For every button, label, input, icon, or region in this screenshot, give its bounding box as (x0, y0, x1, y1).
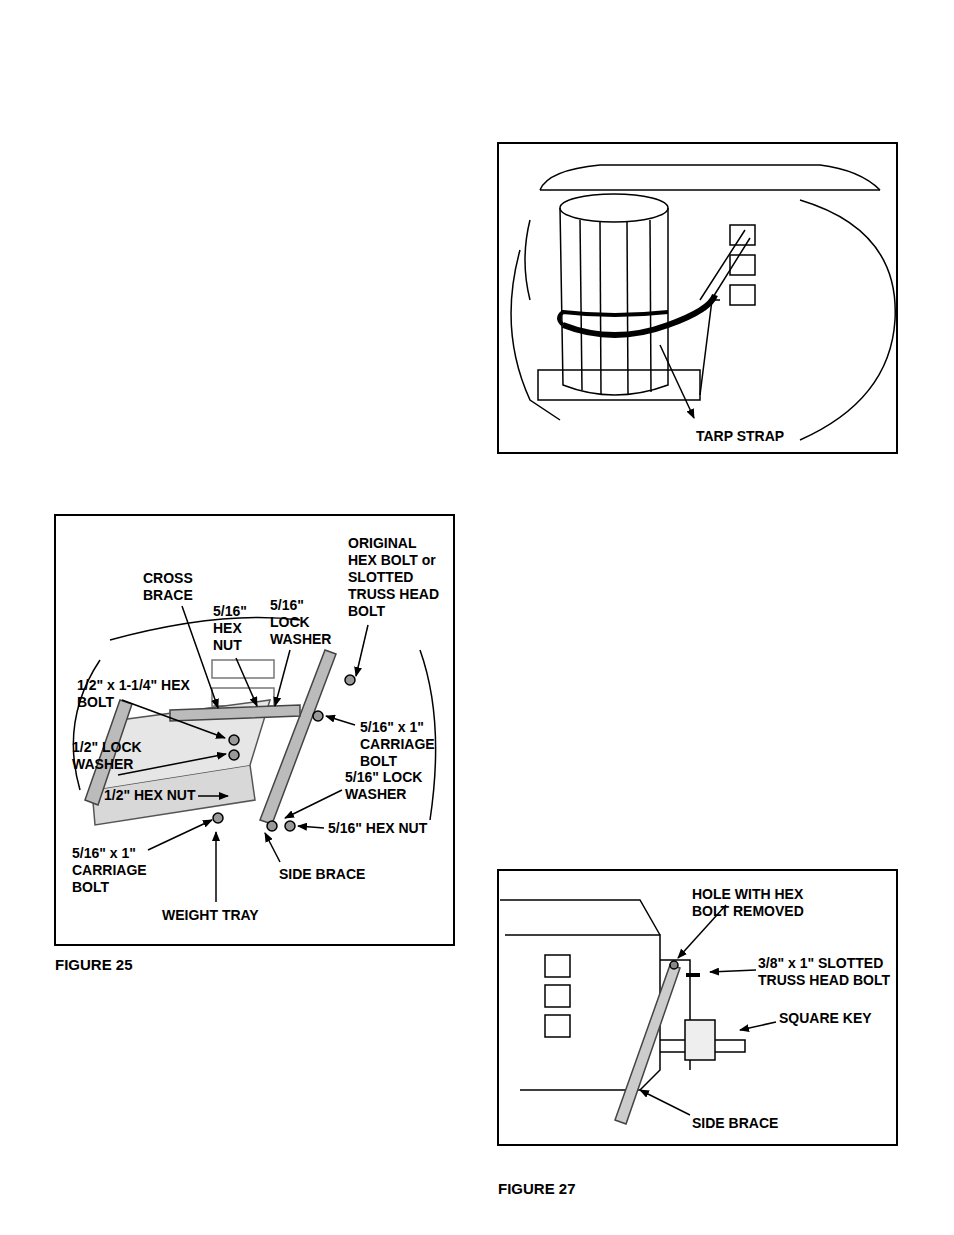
figure-caption: FIGURE 25 (55, 956, 133, 973)
part-label: CROSS BRACE (143, 570, 203, 604)
part-label: 1/2" x 1-1/4" HEX BOLT (77, 677, 195, 711)
part-label: TARP STRAP (696, 428, 784, 445)
part-label: 5/16" HEX NUT (213, 603, 258, 654)
weight-tray-figure (55, 515, 454, 945)
tarp-strap-figure (498, 143, 897, 453)
part-label: SQUARE KEY (779, 1010, 872, 1027)
part-label: 5/16" x 1" CARRIAGE BOLT (72, 845, 160, 896)
part-label: 5/16" LOCK WASHER (270, 597, 342, 648)
part-label: WEIGHT TRAY (162, 907, 259, 924)
figure-caption: FIGURE 27 (498, 1180, 576, 1197)
part-label: HOLE WITH HEX BOLT REMOVED (692, 886, 827, 920)
part-label: 5/16" x 1" CARRIAGE BOLT (360, 719, 448, 770)
part-label: SIDE BRACE (692, 1115, 778, 1132)
part-label: 5/16" LOCK WASHER (345, 769, 435, 803)
part-label: 3/8" x 1" SLOTTED TRUSS HEAD BOLT (758, 955, 896, 989)
part-label: 1/2" LOCK WASHER (72, 739, 157, 773)
part-label: 5/16" HEX NUT (328, 820, 427, 837)
part-label: 1/2" HEX NUT (104, 787, 195, 804)
side-brace-figure (498, 870, 897, 1145)
part-label: SIDE BRACE (279, 866, 365, 883)
part-label: ORIGINAL HEX BOLT or SLOTTED TRUSS HEAD … (348, 535, 448, 620)
